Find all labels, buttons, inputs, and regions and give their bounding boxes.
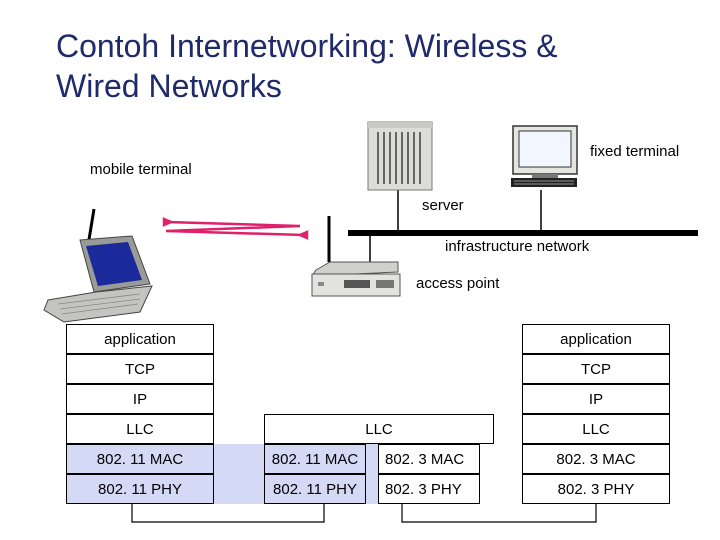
desktop-computer-icon [511, 125, 578, 187]
infrastructure-network-label: infrastructure network [445, 238, 590, 255]
access-point-icon [311, 216, 401, 297]
infrastructure-bus [348, 230, 698, 236]
bridge-wired-mac: 802. 3 MAC [378, 444, 480, 474]
right-stack-layer: LLC [522, 414, 670, 444]
right-stack-layer: application [522, 324, 670, 354]
mobile-terminal-label: mobile terminal [90, 161, 192, 178]
left-stack-layer: IP [66, 384, 214, 414]
right-stack-layer: TCP [522, 354, 670, 384]
fixed-terminal-label: fixed terminal [590, 143, 680, 160]
bridge-wired-phy: 802. 3 PHY [378, 474, 480, 504]
left-stack-layer: TCP [66, 354, 214, 384]
right-stack-layer: 802. 3 PHY [522, 474, 670, 504]
access-point-label: access point [416, 275, 500, 292]
page-title: Contoh Internetworking: Wireless & Wired… [56, 26, 558, 106]
bridge-llc: LLC [264, 414, 494, 444]
server-label: server [422, 197, 464, 214]
laptop-icon [43, 208, 153, 323]
radio-waves-icon [162, 217, 309, 240]
left-stack-layer: application [66, 324, 214, 354]
right-stack-layer: IP [522, 384, 670, 414]
left-stack-layer: 802. 11 PHY [66, 474, 214, 504]
stack-connections [131, 504, 597, 523]
bridge-wireless-mac: 802. 11 MAC [264, 444, 366, 474]
title-line-2: Wired Networks [56, 68, 282, 104]
left-stack-layer: 802. 11 MAC [66, 444, 214, 474]
bridge-wireless-phy: 802. 11 PHY [264, 474, 366, 504]
title-line-1: Contoh Internetworking: Wireless & [56, 28, 558, 64]
left-stack-layer: LLC [66, 414, 214, 444]
wireless-highlight-divider [366, 444, 378, 504]
server-rack-icon [367, 121, 433, 191]
right-stack-layer: 802. 3 MAC [522, 444, 670, 474]
wireless-highlight-gap [214, 444, 264, 504]
